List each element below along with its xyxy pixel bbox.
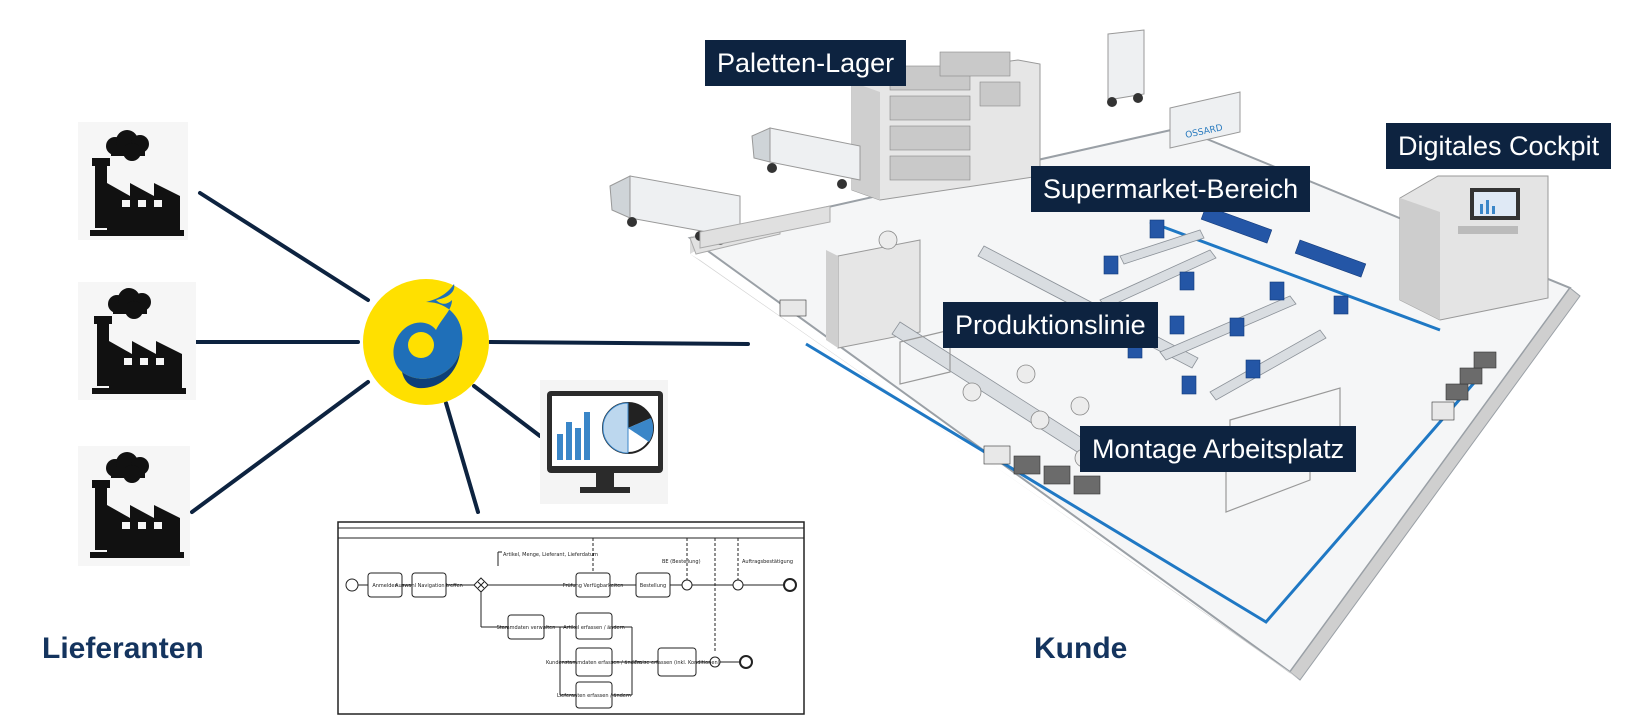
connector-dashboard [472, 384, 542, 438]
bpmn-task-label: Lieferanten erfassen / ändern [557, 693, 631, 699]
bpmn-task-label: Artikel erfassen / ändern [563, 625, 625, 631]
pie-chart-icon [602, 402, 654, 454]
factory-icon [78, 122, 188, 240]
connector-supplier-1 [198, 191, 370, 302]
factory-floor-illustration: OSSARD [609, 29, 1581, 681]
connector-customer [488, 340, 750, 346]
bpmn-message-label: BE (Bestellung) [662, 559, 701, 565]
factory-icon [78, 282, 196, 400]
label-supermarket-bereich: Supermarket-Bereich [1031, 166, 1311, 212]
bpmn-task-label: Anmelden [372, 583, 397, 589]
bpmn-process-diagram: Anmelden Auswahl Navigation treffen Prüf… [337, 521, 805, 715]
bpmn-task-label: Kundenstammdaten erfassen / ändern [546, 660, 642, 666]
label-kunde: Kunde [1034, 632, 1128, 665]
truck [751, 127, 861, 189]
connector-bpmn [444, 401, 480, 514]
bpmn-task-label: Prüfung Verfügbarkeiten [563, 583, 624, 589]
bpmn-task-label: Bestellung [640, 583, 666, 589]
bpmn-annotation: Artikel, Menge, Lieferant, Lieferdatum [503, 552, 598, 558]
bpmn-task-label: Preise erfassen (inkl. Konditionen) [634, 660, 719, 666]
label-digitales-cockpit: Digitales Cockpit [1386, 123, 1612, 169]
truck [1107, 29, 1145, 107]
bar-chart-icon [557, 412, 590, 460]
agv-train [779, 299, 1497, 495]
bpmn-message-label: Auftragsbestätigung [742, 559, 793, 565]
label-montage-arbeitsplatz: Montage Arbeitsplatz [1080, 426, 1357, 472]
factory-icon [78, 446, 190, 566]
connector-supplier-3 [190, 380, 370, 514]
truck: OSSARD [1169, 91, 1241, 149]
bpmn-task-label: Stammdaten verwalten [497, 625, 556, 631]
label-lieferanten: Lieferanten [42, 632, 204, 665]
dashboard-monitor-icon [540, 380, 668, 504]
label-paletten-lager: Paletten-Lager [705, 40, 907, 86]
connection-lines [188, 191, 750, 514]
label-produktionslinie: Produktionslinie [943, 302, 1158, 348]
bpmn-task-label: Auswahl Navigation treffen [395, 583, 463, 589]
hub-logo-icon [363, 279, 489, 405]
